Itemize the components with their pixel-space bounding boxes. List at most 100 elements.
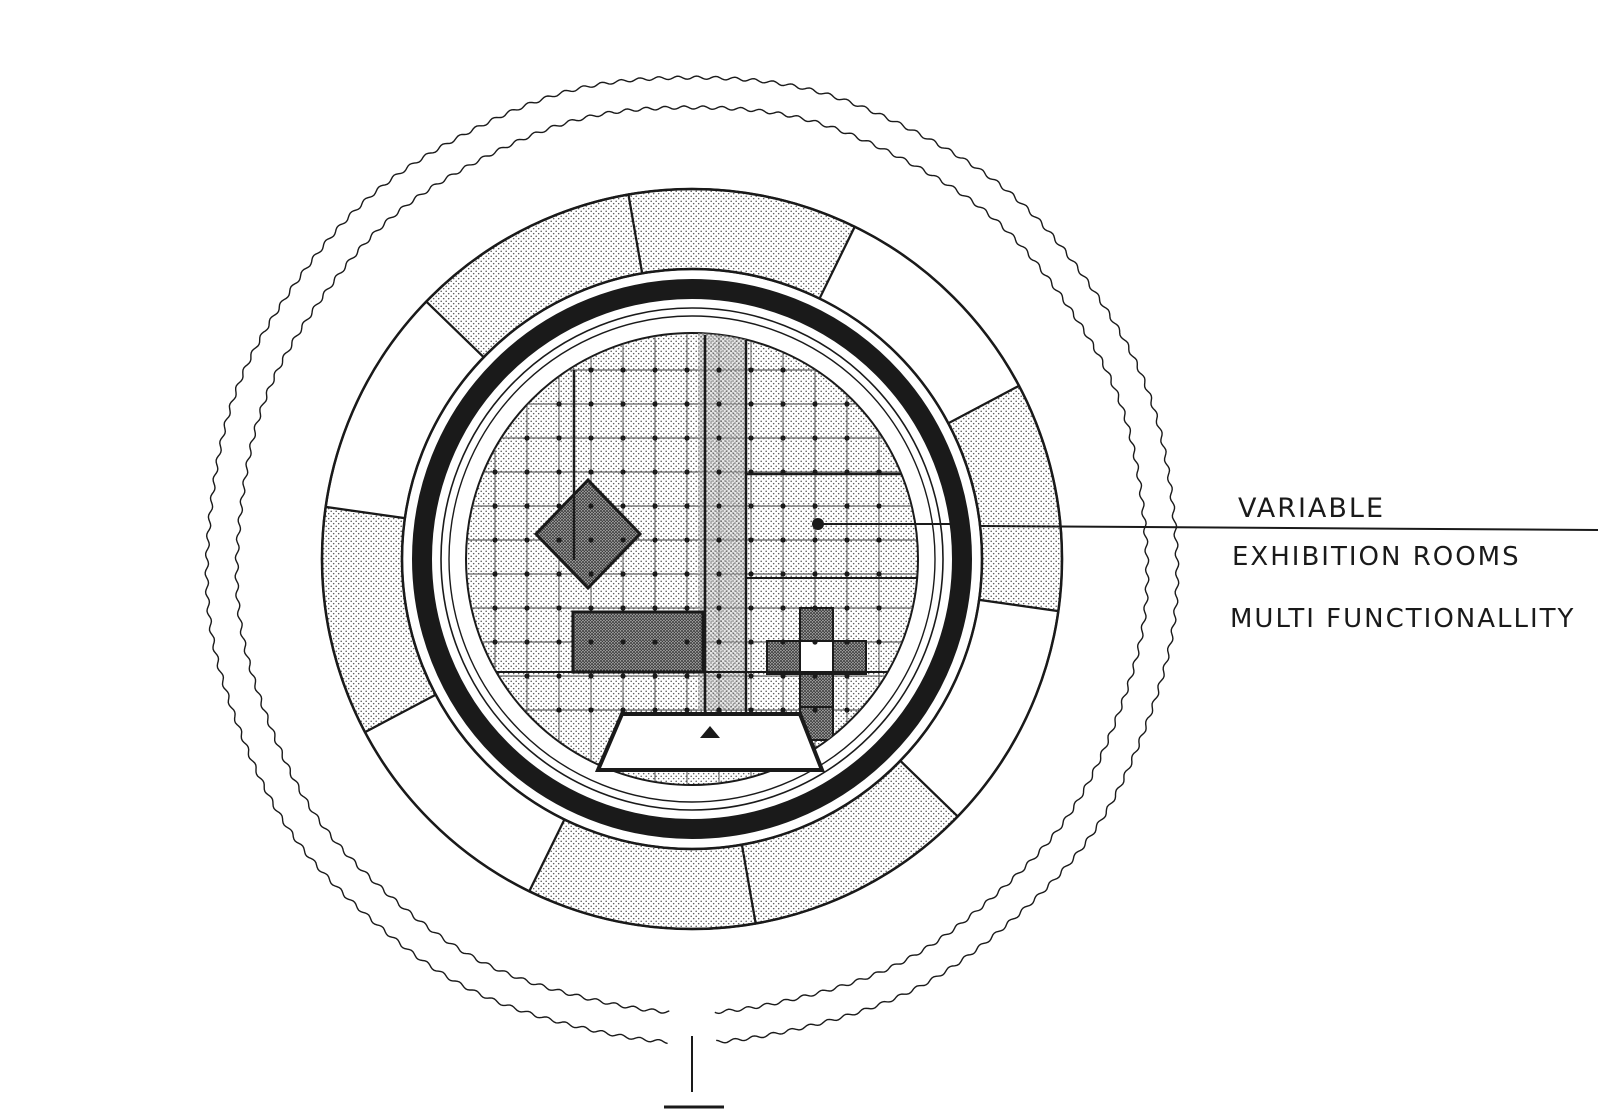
grid-column-dot [588,571,594,577]
grid-column-dot [492,469,498,475]
grid-column-dot [588,673,594,679]
grid-column-dot [492,639,498,645]
grid-column-dot [716,469,722,475]
grid-column-dot [716,707,722,713]
grid-column-dot [652,367,658,373]
grid-column-dot [652,639,658,645]
grid-column-dot [652,469,658,475]
label-multi-functionallity: MULTI FUNCTIONALLITY [1230,604,1575,634]
grid-column-dot [780,639,786,645]
grid-column-dot [524,571,530,577]
grid-column-dot [684,435,690,441]
grid-column-dot [556,537,562,543]
grid-column-dot [524,503,530,509]
grid-column-dot [492,537,498,543]
core-wall-inner-line-1 [440,307,944,811]
grid-column-dot [844,435,850,441]
grid-column-dot [844,673,850,679]
grid-column-dot [684,367,690,373]
grid-column-dot [588,367,594,373]
grid-column-dot [556,469,562,475]
grid-column-dot [716,503,722,509]
grid-column-dot [844,639,850,645]
grid-column-dot [876,605,882,611]
grid-column-dot [620,673,626,679]
grid-column-dot [588,537,594,543]
grid-column-dot [620,367,626,373]
grid-column-dot [556,571,562,577]
grid-column-dot [748,707,754,713]
grid-column-dot [524,639,530,645]
grid-column-dot [620,503,626,509]
grid-column-dot [492,605,498,611]
grid-column-dot [620,435,626,441]
grid-column-dot [652,537,658,543]
entrance-foyer [594,712,825,772]
grid-column-dot [556,707,562,713]
grid-column-dot [780,401,786,407]
grid-column-dot [620,605,626,611]
grid-column-dot [716,673,722,679]
grid-column-dot [652,707,658,713]
ring-segment [363,693,566,893]
grid-column-dot [844,503,850,509]
grid-column-dot [492,503,498,509]
grid-column-dot [876,503,882,509]
grid-column-dot [716,639,722,645]
grid-column-dot [716,537,722,543]
grid-column-dot [812,707,818,713]
grid-column-dot [588,503,594,509]
grid-column-dot [620,639,626,645]
grid-column-dot [748,503,754,509]
grid-column-dot [556,639,562,645]
grid-column-dot [748,673,754,679]
grid-column-dot [556,673,562,679]
grid-column-dot [556,503,562,509]
grid-column-dot [780,435,786,441]
grid-column-dot [812,503,818,509]
grid-column-dot [780,503,786,509]
grid-column-dot [780,537,786,543]
grid-column-dot [844,707,850,713]
grid-column-dot [684,503,690,509]
grid-column-dot [620,401,626,407]
diamond-exhibition-room [533,477,643,591]
grid-column-dot [524,435,530,441]
grid-column-dot [876,571,882,577]
grid-column-dot [844,571,850,577]
grid-column-dot [684,537,690,543]
cross-block-cell [766,640,801,675]
cross-block-cell [799,673,834,708]
site-boundary-inner [234,105,1150,1015]
grid-column-dot [524,673,530,679]
site-boundary-outer [204,75,1180,1045]
grid-column-dot [620,707,626,713]
leader-line [979,525,1599,531]
grid-column-dot [812,571,818,577]
grid-column-dot [588,469,594,475]
cross-block-cell [799,607,834,642]
core-wall-dark [412,279,972,839]
grid-column-dot [652,401,658,407]
grid-column-dot [620,571,626,577]
grid-column-dot [556,435,562,441]
grid-column-dot [588,435,594,441]
exhibition-grid-dots [492,367,882,713]
grid-column-dot [652,605,658,611]
cross-block-cell [799,640,834,675]
grid-column-dot [684,469,690,475]
grid-column-dot [876,537,882,543]
grid-column-dot [588,605,594,611]
grid-column-dot [748,367,754,373]
grid-column-dot [716,367,722,373]
grid-column-dot [556,605,562,611]
grid-column-dot [876,639,882,645]
grid-column-dot [684,673,690,679]
grid-column-dot [716,435,722,441]
grid-column-dot [652,673,658,679]
cross-exhibition-block [766,607,867,741]
ring-inner-wall [400,267,984,851]
grid-column-dot [524,469,530,475]
